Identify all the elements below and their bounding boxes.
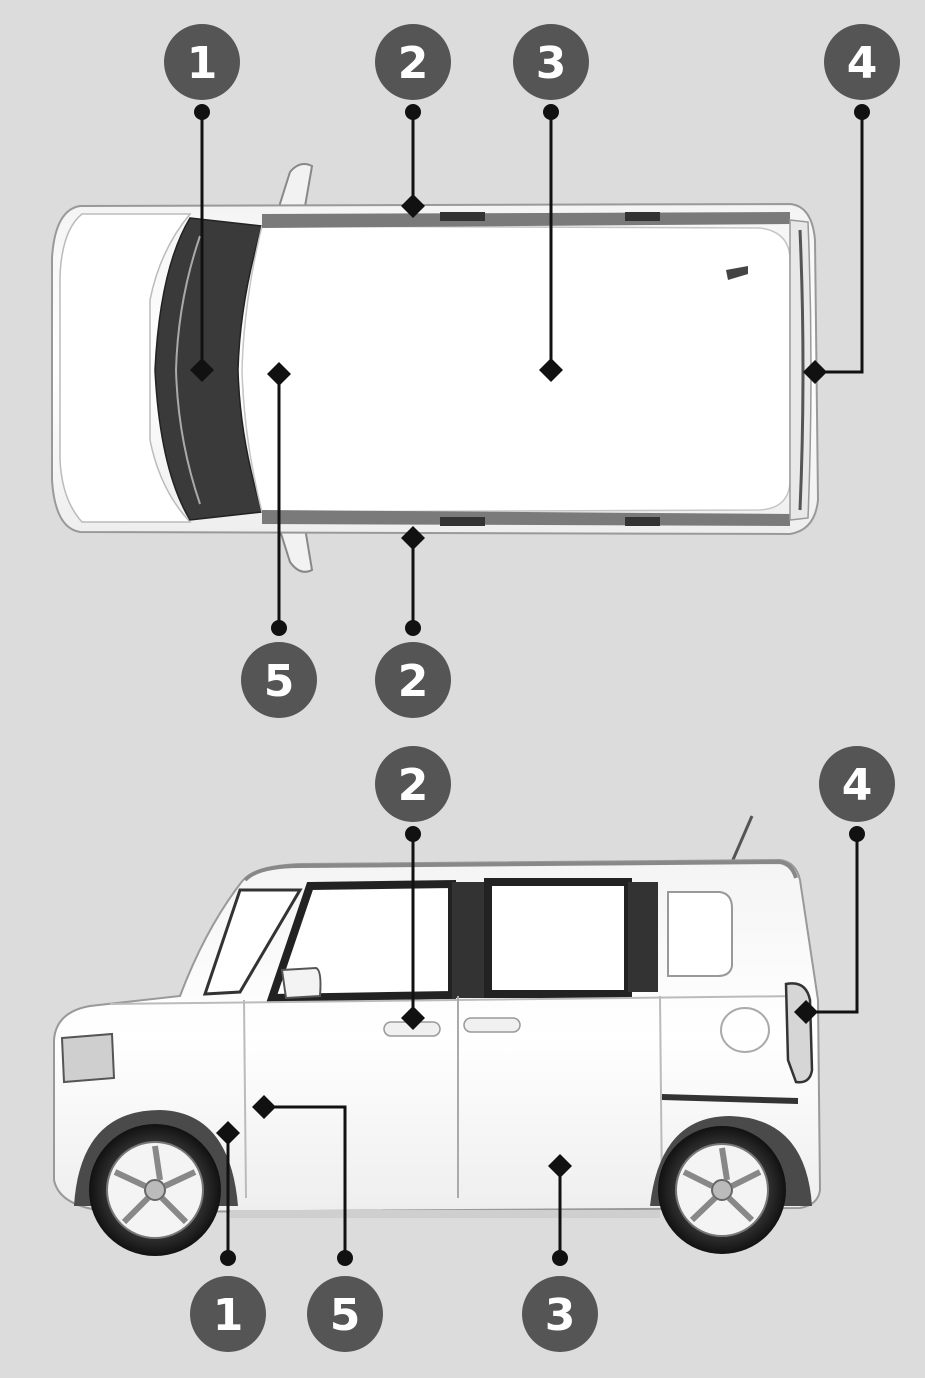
- leader-side-4: [806, 834, 859, 1014]
- top-view-callouts: 1 2 3 4 5 2: [164, 24, 900, 718]
- top-view-left-mirror: [276, 163, 314, 214]
- side-view-windshield: [202, 888, 303, 996]
- callout-side-5-label: 5: [330, 1290, 361, 1341]
- callout-side-3: 3: [522, 1276, 598, 1352]
- callout-top-3-label: 3: [536, 38, 567, 89]
- top-view-right-mirror: [276, 520, 314, 573]
- callout-top-1: 1: [164, 24, 240, 100]
- callout-side-3-label: 3: [545, 1290, 576, 1341]
- callout-side-2: 2: [375, 746, 451, 822]
- side-view-rear-window: [484, 878, 632, 998]
- callout-side-5: 5: [307, 1276, 383, 1352]
- callout-top-4: 4: [824, 24, 900, 100]
- top-view-hood: [59, 213, 192, 523]
- callout-side-1-label: 1: [213, 1290, 244, 1341]
- callout-top-5-label: 5: [264, 656, 295, 707]
- callout-top-1-label: 1: [187, 38, 218, 89]
- leader-lines: [200, 112, 864, 1258]
- side-view-rear-wheel: [658, 1126, 786, 1254]
- leader-diamonds: [190, 194, 827, 1178]
- side-view-front-wheel: [89, 1124, 221, 1256]
- callout-top-3: 3: [513, 24, 589, 100]
- callout-side-4: 4: [819, 746, 895, 822]
- callout-top-2-lower-label: 2: [398, 656, 429, 707]
- callout-side-2-label: 2: [398, 760, 429, 811]
- callout-top-2-upper: 2: [375, 24, 451, 100]
- callout-top-5: 5: [241, 642, 317, 718]
- callout-top-2-upper-label: 2: [398, 38, 429, 89]
- callout-top-4-label: 4: [847, 38, 878, 89]
- leader-dots: [194, 104, 870, 1266]
- top-view-vehicle: [51, 163, 820, 573]
- leader-top-4: [815, 112, 864, 374]
- callout-side-4-label: 4: [842, 760, 873, 811]
- leader-side-5: [264, 1105, 347, 1258]
- side-view-vehicle: [53, 815, 822, 1256]
- side-view-callouts: 2 4 1 5 3: [190, 746, 895, 1352]
- callout-top-2-lower: 2: [375, 642, 451, 718]
- top-view-roof: [241, 225, 791, 513]
- callout-side-1: 1: [190, 1276, 266, 1352]
